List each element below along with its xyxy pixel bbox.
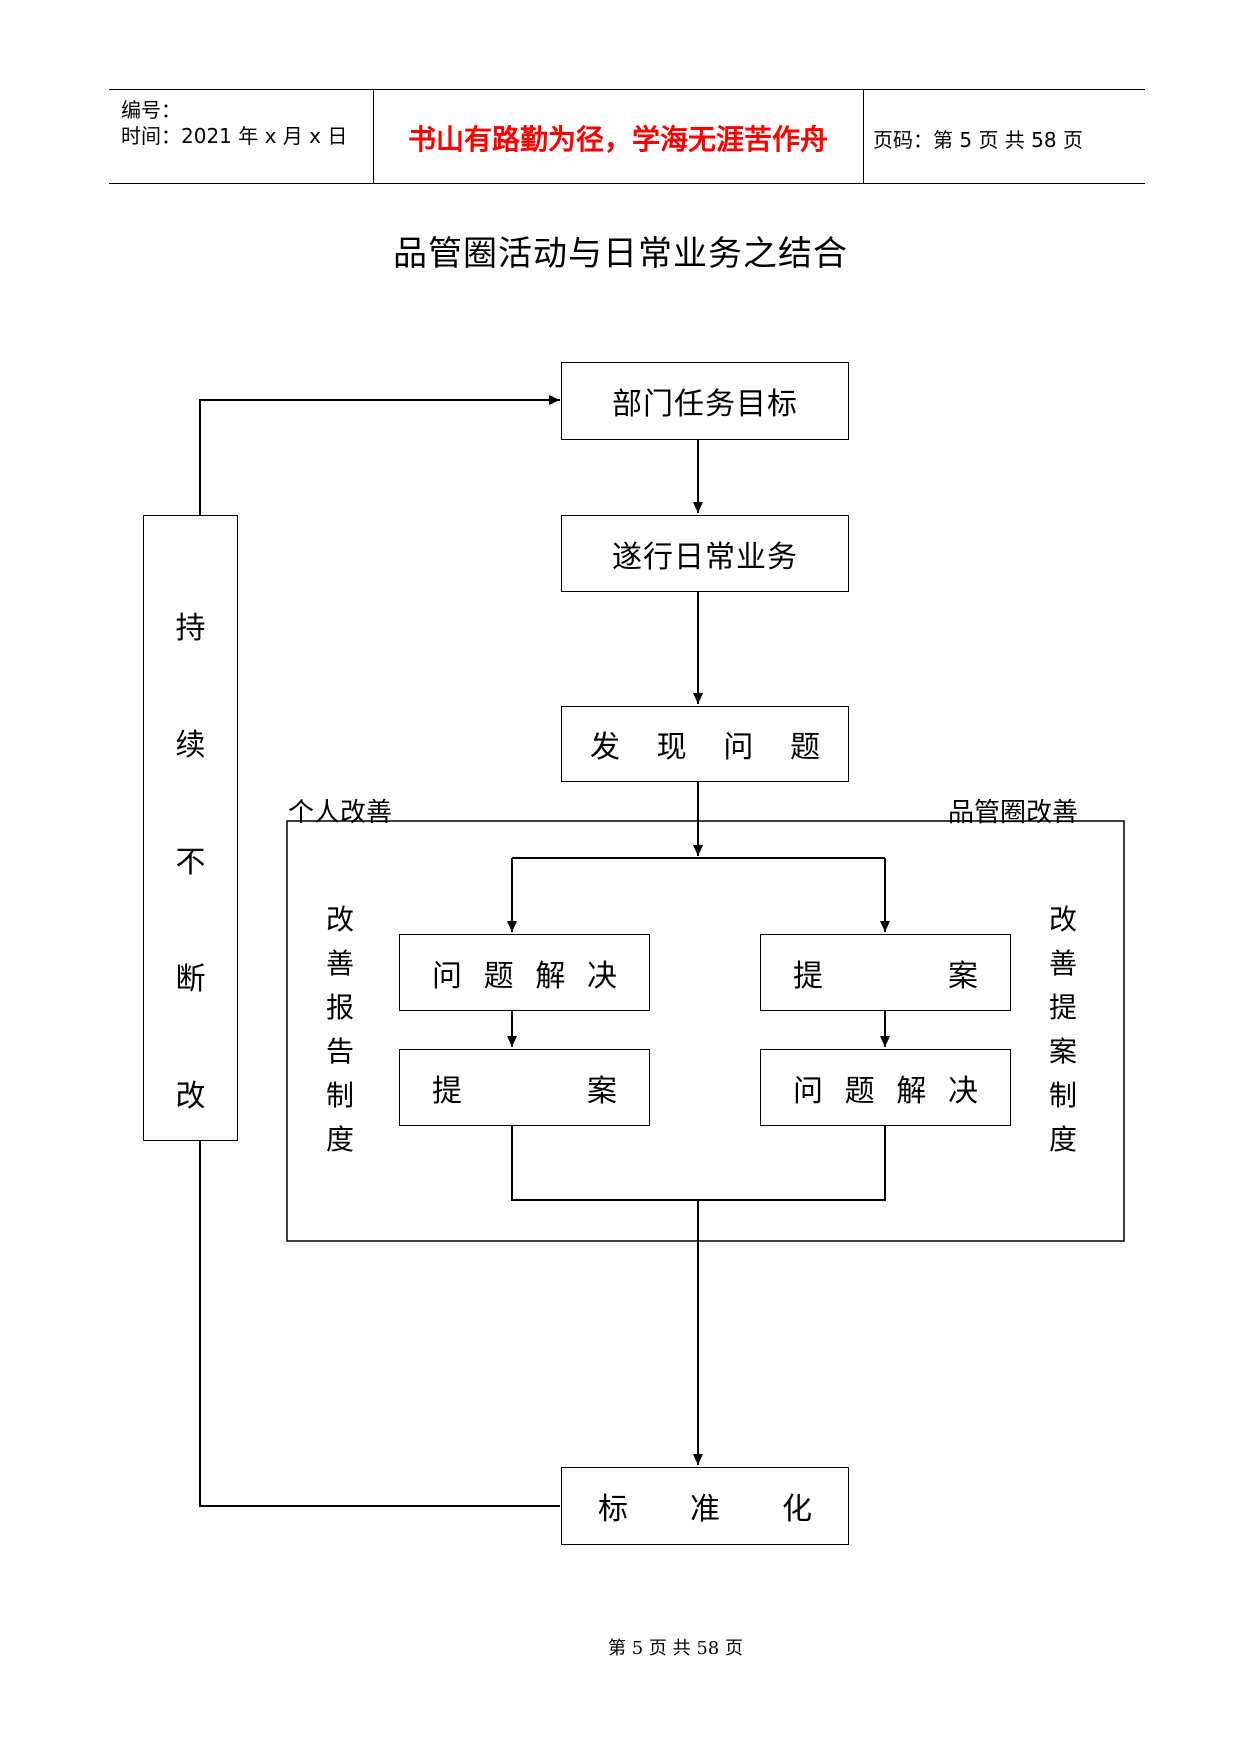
find-problem-char: 发	[590, 730, 620, 765]
find-problem-char: 现	[656, 730, 687, 765]
individual-report-system-label: 改 善 报 告 制 度	[320, 898, 360, 1162]
daily-work-box: 遂行日常业务	[561, 515, 849, 592]
header-left-cell: 编号： 时间：2021 年 x 月 x 日	[109, 90, 374, 183]
merge-line	[511, 1124, 886, 1201]
vertical-char: 善	[1048, 947, 1077, 980]
find-problem-char: 问	[723, 730, 754, 765]
vertical-char: 制	[1048, 1079, 1077, 1112]
continuous-char: 续	[175, 728, 206, 763]
standardize-char: 化	[782, 1492, 812, 1527]
vertical-char: 度	[325, 1123, 354, 1156]
vertical-char: 改	[1048, 903, 1077, 936]
left-propose-char: 案	[587, 1073, 617, 1109]
left-propose-box: 提 案	[399, 1049, 650, 1126]
page-footer: 第 5 页 共 58 页	[608, 1638, 743, 1659]
continuous-char: 断	[175, 962, 206, 997]
right-solve-box: 问 题 解 决	[760, 1049, 1011, 1126]
page-header: 编号： 时间：2021 年 x 月 x 日 书山有路勤为径，学海无涯苦作舟 页码…	[109, 89, 1145, 184]
right-solve-char: 问	[793, 1073, 823, 1109]
continuous-char: 改	[175, 1079, 206, 1114]
dept-goal-box: 部门任务目标	[561, 362, 849, 440]
right-solve-char: 题	[844, 1073, 875, 1109]
standardize-char: 准	[690, 1492, 720, 1527]
motto: 书山有路勤为径，学海无涯苦作舟	[407, 123, 828, 156]
vertical-char: 报	[325, 991, 354, 1024]
vertical-char: 提	[1048, 991, 1077, 1024]
left-solve-char: 解	[535, 958, 566, 994]
vertical-char: 制	[325, 1079, 354, 1112]
continuous-improvement-box: 持 续 不 断 改	[143, 515, 238, 1141]
continuous-char: 持	[175, 611, 206, 646]
right-solve-char: 解	[896, 1073, 927, 1109]
page-title: 品管圈活动与日常业务之结合	[393, 234, 848, 274]
number-label: 编号：	[121, 98, 181, 122]
right-solve-char: 决	[947, 1073, 978, 1109]
header-right-cell: 页码：第 5 页 共 58 页	[863, 90, 1145, 183]
standardize-box: 标 准 化	[561, 1467, 849, 1545]
proposal-system-label: 改 善 提 案 制 度	[1043, 898, 1083, 1162]
improvement-group-frame	[286, 820, 1125, 1242]
header-middle-cell: 书山有路勤为径，学海无涯苦作舟	[373, 90, 864, 183]
right-propose-char: 案	[948, 958, 978, 994]
page-info: 页码：第 5 页 共 58 页	[873, 128, 1083, 152]
find-problem-char: 题	[789, 730, 820, 765]
left-solve-char: 问	[432, 958, 462, 994]
left-solve-char: 决	[586, 958, 617, 994]
vertical-char: 案	[1048, 1035, 1077, 1068]
arrow-continuous-to-goal	[199, 395, 560, 515]
time-label: 时间：2021 年 x 月 x 日	[121, 124, 348, 148]
left-solve-char: 题	[483, 958, 514, 994]
left-propose-char: 提	[432, 1073, 462, 1109]
daily-work-label: 遂行日常业务	[612, 539, 798, 575]
vertical-char: 告	[325, 1035, 354, 1068]
vertical-char: 善	[325, 947, 354, 980]
right-propose-box: 提 案	[760, 934, 1011, 1011]
individual-improvement-label: 个人改善	[288, 798, 393, 828]
vertical-char: 改	[325, 903, 354, 936]
left-solve-box: 问 题 解 决	[399, 934, 650, 1011]
arrow-standardize-to-continuous	[195, 1129, 560, 1507]
qcc-improvement-label: 品管圈改善	[948, 798, 1079, 828]
dept-goal-label: 部门任务目标	[612, 387, 798, 422]
standardize-char: 标	[598, 1492, 628, 1527]
right-propose-char: 提	[793, 958, 823, 994]
vertical-char: 度	[1048, 1123, 1077, 1156]
continuous-char: 不	[175, 845, 206, 880]
find-problem-box: 发 现 问 题	[561, 706, 849, 782]
